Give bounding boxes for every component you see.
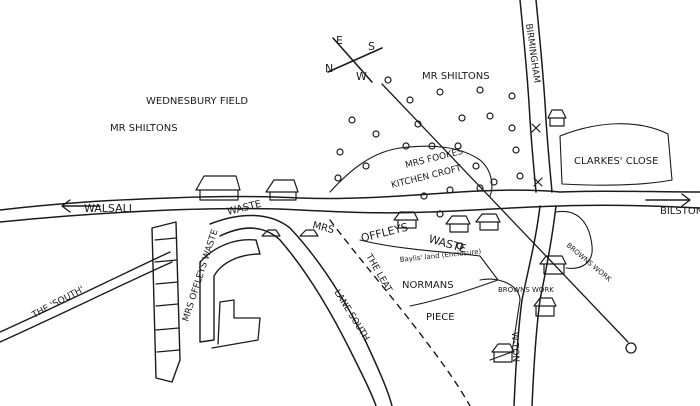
the-leat-dashed	[329, 219, 471, 406]
normans-boundary	[359, 239, 499, 307]
label-bilston: BILSTON	[660, 206, 700, 217]
terminal-circle	[625, 342, 637, 354]
compass-s: S	[368, 40, 375, 53]
label-mrs: MRS	[311, 220, 335, 236]
label-wednesbury-field: WEDNESBURY FIELD	[146, 96, 248, 107]
kitchen-croft-boundary	[329, 145, 493, 197]
main-road-north-edge	[0, 189, 561, 211]
label-clarkes-close: CLARKES' CLOSE	[574, 156, 658, 167]
left-housing-blocks	[154, 237, 180, 353]
label-wton: W-TON	[509, 332, 520, 363]
offleys-lane-outer	[209, 214, 393, 406]
label-mr-shiltons-left: MR SHILTONS	[110, 123, 178, 134]
leat-diagonal-line	[381, 83, 629, 343]
compass-w: W	[356, 70, 367, 83]
label-browns-work-1: BROWNS WORK	[565, 241, 613, 283]
enclosure-boundary	[479, 278, 521, 361]
walsall-arrow	[61, 199, 101, 213]
compass-e: E	[336, 34, 343, 47]
label-browns-work-2: BROWNS WORK	[498, 286, 554, 294]
compass-n: N	[325, 62, 333, 75]
label-baylis: Baylis' land (Enclosure)	[399, 247, 481, 264]
clarkes-close-boundary	[559, 123, 673, 186]
label-piece: PIECE	[426, 312, 455, 323]
main-road-south-edge	[0, 205, 561, 223]
railway-the-south-2	[0, 261, 173, 343]
offleys-housing-2	[211, 299, 261, 349]
label-kitchen-croft: KITCHEN CROFT	[390, 164, 463, 191]
label-walsall: WALSALL	[84, 202, 136, 215]
offleys-lane-inner	[219, 227, 377, 406]
browns-work-boundary	[555, 210, 593, 269]
label-lane-south: LANE SOUTH	[331, 288, 370, 343]
cottage-icon	[195, 109, 567, 363]
bilston-arrow	[645, 193, 691, 207]
wton-road-west	[513, 205, 541, 406]
label-the-leat: THE LEAT	[363, 252, 394, 295]
tree-icon	[334, 76, 524, 250]
boundary-x-marks	[531, 123, 543, 187]
label-normans: NORMANS	[402, 280, 454, 291]
left-housing-outline	[151, 221, 181, 383]
bilston-road	[559, 190, 700, 209]
birmingham-road-west	[519, 0, 537, 193]
label-offleys: OFFLEYS	[360, 221, 410, 245]
label-mr-shiltons-top: MR SHILTONS	[422, 71, 490, 82]
railway-the-south	[0, 251, 171, 333]
compass-rose: E S N W	[325, 34, 383, 83]
birmingham-road-east	[535, 0, 553, 193]
offleys-housing-outline	[199, 239, 261, 343]
wton-road-east	[531, 205, 557, 406]
